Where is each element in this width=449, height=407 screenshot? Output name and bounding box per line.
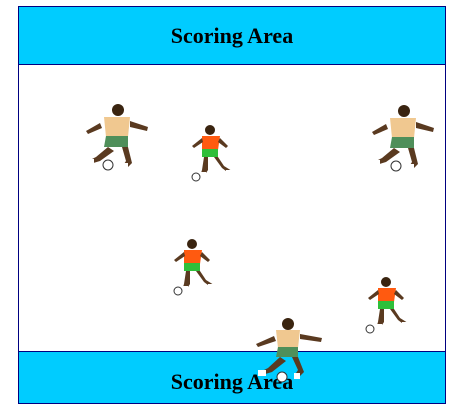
player-tan-1 (78, 101, 156, 173)
soccer-player-icon (86, 104, 148, 171)
player-orange-3 (364, 276, 416, 334)
scoring-area-top: Scoring Area (19, 7, 445, 65)
soccer-player-icon (256, 318, 322, 383)
scoring-area-bottom: Scoring Area (19, 351, 445, 403)
soccer-player-icon (365, 277, 408, 334)
soccer-player-icon (191, 125, 232, 182)
player-tan-3 (250, 316, 332, 384)
scoring-area-top-label: Scoring Area (170, 22, 294, 48)
soccer-player-icon (372, 105, 434, 172)
player-orange-2 (170, 238, 222, 296)
soccer-player-icon (173, 239, 214, 296)
playing-field: Scoring Area Scoring Area (18, 6, 446, 404)
player-tan-2 (364, 102, 442, 174)
scoring-area-bottom-label: Scoring Area (170, 368, 294, 394)
player-orange-1 (188, 124, 240, 182)
